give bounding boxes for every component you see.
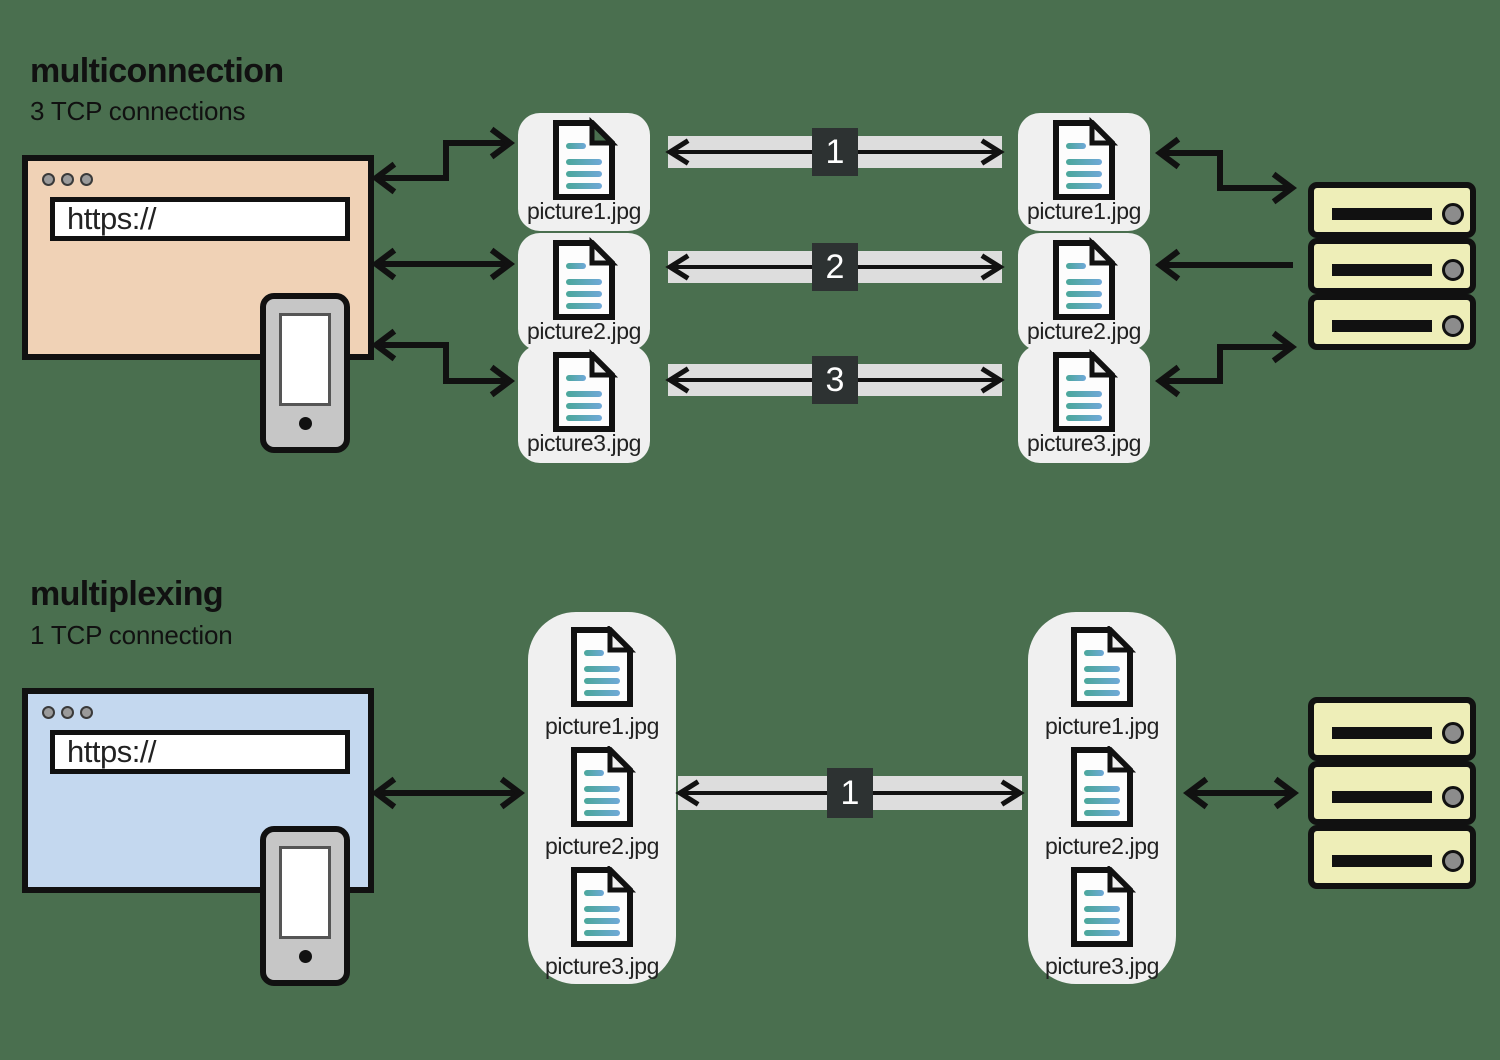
document-icon	[553, 236, 619, 320]
file-label: picture1.jpg	[526, 198, 642, 224]
file-item[interactable]: picture3.jpg	[1028, 863, 1176, 980]
window-dot-minimize[interactable]	[61, 706, 74, 719]
connection-badge: 1	[812, 128, 858, 176]
file-item[interactable]: picture2.jpg	[528, 743, 676, 860]
server-led-icon	[1442, 722, 1464, 744]
file-item[interactable]: picture1.jpg	[528, 623, 676, 740]
server-led-icon	[1442, 315, 1464, 337]
server-unit	[1308, 825, 1476, 889]
section-subtitle-multiplexing: 1 TCP connection	[30, 620, 233, 650]
document-icon	[571, 623, 637, 707]
tcp-connection-2: 2	[660, 243, 1010, 291]
file-label: picture3.jpg	[526, 430, 642, 456]
document-icon	[1071, 863, 1137, 947]
file-item[interactable]: picture3.jpg	[528, 863, 676, 980]
document-icon	[571, 863, 637, 947]
server-slot	[1332, 320, 1432, 332]
file-label: picture1.jpg	[1026, 198, 1142, 224]
tcp-connection-3: 3	[660, 356, 1010, 404]
server-slot	[1332, 264, 1432, 276]
document-icon	[571, 743, 637, 827]
document-icon	[1053, 116, 1119, 200]
server-led-icon	[1442, 850, 1464, 872]
section-subtitle-multiconnection: 3 TCP connections	[30, 96, 246, 126]
section-title-multiconnection: multiconnection	[30, 52, 284, 90]
window-controls	[42, 173, 93, 186]
file-group-client[interactable]: picture1.jpg picture2.jpg	[528, 612, 676, 984]
server-slot	[1332, 791, 1432, 803]
tcp-connection-1: 1	[660, 128, 1010, 176]
window-dot-close[interactable]	[42, 173, 55, 186]
document-icon	[1053, 236, 1119, 320]
file-item[interactable]: picture2.jpg	[1028, 743, 1176, 860]
url-input-multiplexing[interactable]: https://	[50, 730, 350, 774]
file-card-server-2[interactable]: picture2.jpg	[1018, 233, 1150, 351]
file-card-client-2[interactable]: picture2.jpg	[518, 233, 650, 351]
phone-home-button[interactable]	[299, 417, 312, 430]
phone-home-button[interactable]	[299, 950, 312, 963]
tcp-connection-multiplexed: 1	[670, 768, 1030, 818]
file-item[interactable]: picture1.jpg	[1028, 623, 1176, 740]
phone-screen	[279, 313, 331, 406]
file-card-server-3[interactable]: picture3.jpg	[1018, 345, 1150, 463]
server-unit	[1308, 238, 1476, 294]
file-label: picture1.jpg	[1044, 713, 1160, 739]
file-label: picture1.jpg	[544, 713, 660, 739]
server-unit	[1308, 761, 1476, 825]
phone-screen	[279, 846, 331, 939]
connection-badge: 2	[812, 243, 858, 291]
server-led-icon	[1442, 203, 1464, 225]
server-slot	[1332, 855, 1432, 867]
connection-badge: 3	[812, 356, 858, 404]
document-icon	[553, 116, 619, 200]
document-icon	[1071, 623, 1137, 707]
server-slot	[1332, 727, 1432, 739]
connection-badge: 1	[827, 768, 873, 818]
file-label: picture2.jpg	[544, 833, 660, 859]
file-group-server[interactable]: picture1.jpg picture2.jpg	[1028, 612, 1176, 984]
server-slot	[1332, 208, 1432, 220]
window-controls	[42, 706, 93, 719]
window-dot-maximize[interactable]	[80, 173, 93, 186]
phone-multiconnection[interactable]	[260, 293, 350, 453]
server-unit	[1308, 697, 1476, 761]
file-label: picture3.jpg	[1044, 953, 1160, 979]
window-dot-maximize[interactable]	[80, 706, 93, 719]
document-icon	[1053, 348, 1119, 432]
phone-multiplexing[interactable]	[260, 826, 350, 986]
section-title-multiplexing: multiplexing	[30, 575, 224, 613]
server-rack-multiplexing[interactable]	[1308, 697, 1476, 889]
file-card-client-1[interactable]: picture1.jpg	[518, 113, 650, 231]
file-card-client-3[interactable]: picture3.jpg	[518, 345, 650, 463]
url-input-multiconnection[interactable]: https://	[50, 197, 350, 241]
file-label: picture2.jpg	[1044, 833, 1160, 859]
file-label: picture2.jpg	[526, 318, 642, 344]
server-unit	[1308, 182, 1476, 238]
file-card-server-1[interactable]: picture1.jpg	[1018, 113, 1150, 231]
server-rack-multiconnection[interactable]	[1308, 182, 1476, 350]
file-label: picture3.jpg	[1026, 430, 1142, 456]
document-icon	[1071, 743, 1137, 827]
server-led-icon	[1442, 259, 1464, 281]
window-dot-close[interactable]	[42, 706, 55, 719]
window-dot-minimize[interactable]	[61, 173, 74, 186]
file-label: picture3.jpg	[544, 953, 660, 979]
document-icon	[553, 348, 619, 432]
server-led-icon	[1442, 786, 1464, 808]
server-unit	[1308, 294, 1476, 350]
file-label: picture2.jpg	[1026, 318, 1142, 344]
